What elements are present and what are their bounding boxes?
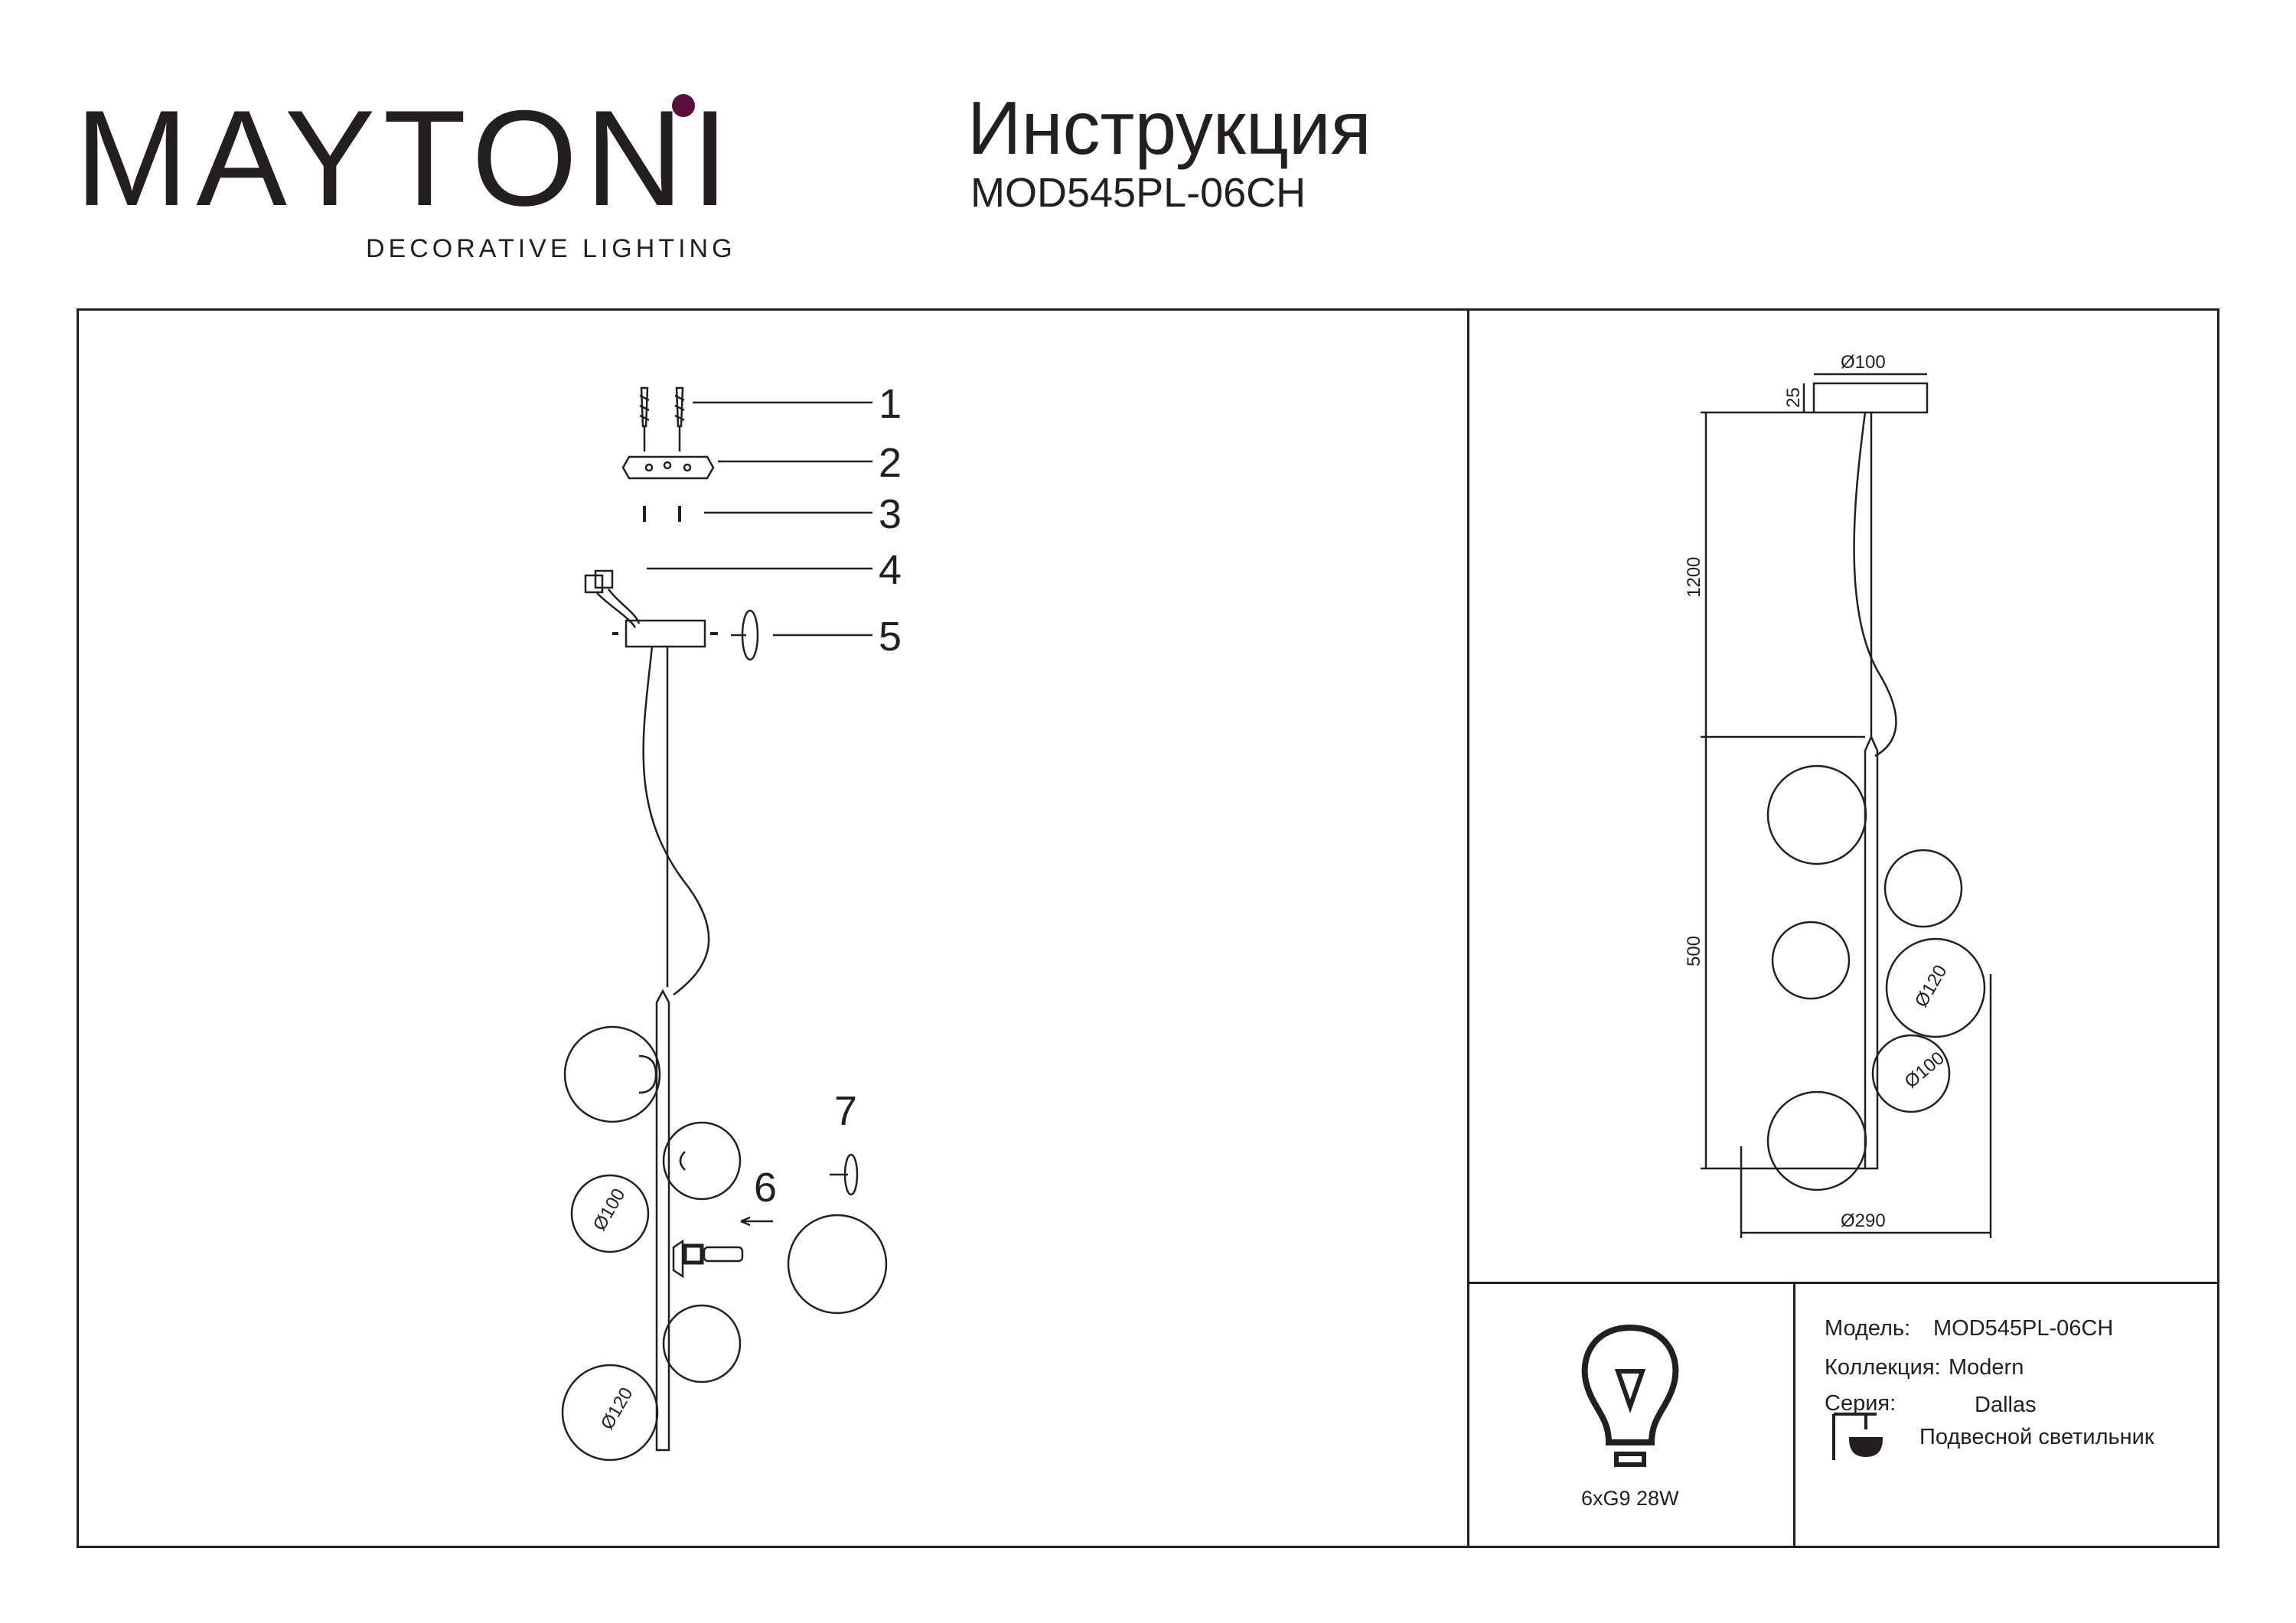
globe-large-right <box>1885 937 1986 1038</box>
maytoni-logo: MAYTONI DECORATIVE LIGHTING <box>75 90 732 266</box>
screws-icon <box>643 506 681 522</box>
step-number: 6 <box>754 1165 777 1211</box>
g9-bulb-icon <box>703 1246 744 1263</box>
mounting-bracket-icon <box>621 455 715 480</box>
dimension-drawing: Ø100 25 1200 500 Ø120 Ø100 Ø290 <box>1684 352 1992 1238</box>
model-label: Модель: <box>1825 1316 1911 1341</box>
globe-small-right-bottom <box>662 1304 742 1383</box>
pendant-lamp-icon <box>1832 1413 1883 1460</box>
globe-small-right-top <box>662 1121 742 1201</box>
dim-overall-width: Ø290 <box>1841 1211 1886 1231</box>
frame-divider-main <box>1467 308 1469 1548</box>
frame-divider-specs <box>1793 1282 1795 1548</box>
globe-large-top <box>563 1025 661 1123</box>
step-number: 1 <box>879 381 902 427</box>
brand-name: MAYTONI <box>75 82 737 234</box>
power-cable <box>642 646 710 996</box>
dim-large-globe: Ø120 <box>1911 962 1952 1011</box>
page-title: Инструкция <box>967 86 1371 170</box>
globe-large-top <box>1766 764 1867 865</box>
step-number: 5 <box>879 614 902 660</box>
canopy-outline <box>1812 382 1929 414</box>
collection-label: Коллекция: <box>1825 1355 1941 1380</box>
dim-canopy-diameter: Ø100 <box>1841 352 1886 373</box>
series-label: Серия: <box>1825 1391 1896 1416</box>
wall-anchors-icon <box>639 386 685 451</box>
brand-tagline: DECORATIVE LIGHTING <box>366 234 736 263</box>
power-cable <box>1853 412 1897 758</box>
globe-small-right-bottom <box>1871 1034 1951 1113</box>
dim-small-globe: Ø100 <box>1901 1048 1949 1092</box>
globe-large-bottom <box>1766 1090 1867 1191</box>
lamp-holder-icon <box>672 1239 684 1279</box>
logo-dot <box>672 94 695 117</box>
fixture-body <box>1864 734 1879 1170</box>
model-value: MOD545PL-06CH <box>1933 1316 2114 1341</box>
assembly-diagram: 1 2 3 4 5 6 7 Ø100 Ø120 <box>561 381 902 1462</box>
dim-canopy-height: 25 <box>1783 387 1804 408</box>
series-value: Dallas <box>1975 1393 2037 1417</box>
fixture-type: Подвесной светильник <box>1919 1425 2154 1449</box>
step-number: 3 <box>879 491 902 537</box>
globe-small-left <box>570 1174 650 1253</box>
step-number: 7 <box>834 1088 857 1134</box>
globe-small-left <box>1771 921 1851 1000</box>
globe-detached <box>787 1214 888 1315</box>
step-number: 2 <box>879 440 902 486</box>
dim-large-globe: Ø120 <box>597 1384 638 1433</box>
canopy-icon <box>625 619 706 648</box>
bulb-label: 6xG9 28W <box>1581 1487 1679 1510</box>
collection-value: Modern <box>1949 1355 2024 1380</box>
dim-small-globe: Ø100 <box>589 1185 630 1234</box>
bulb-icon <box>1581 1324 1679 1467</box>
frame-divider-info <box>1467 1282 2219 1284</box>
dim-suspension-length: 1200 <box>1684 557 1704 598</box>
fixture-body <box>655 989 670 1452</box>
terminal-block-icon <box>584 569 641 628</box>
globe-small-right-top <box>1883 849 1963 928</box>
dim-body-length: 500 <box>1684 936 1704 966</box>
globe-large-bottom <box>561 1364 659 1462</box>
drawing-frame <box>77 308 2219 1548</box>
step-number: 4 <box>879 547 902 593</box>
model-code: MOD545PL-06CH <box>970 170 1306 216</box>
